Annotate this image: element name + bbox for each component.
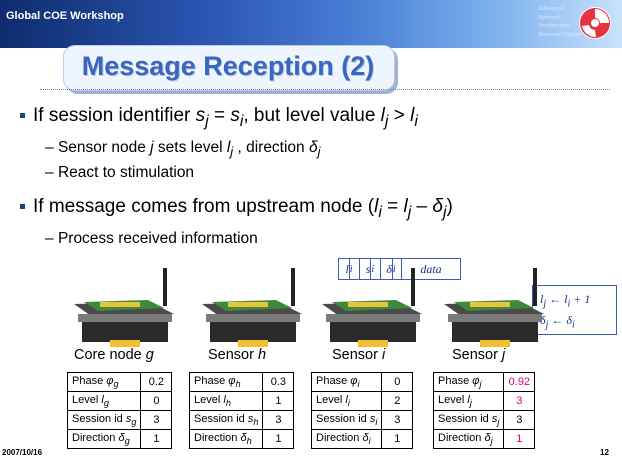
node-label-j: Sensor j bbox=[452, 347, 506, 363]
page-title: Message Reception (2) bbox=[81, 51, 375, 81]
lab-logo-icon bbox=[579, 7, 611, 39]
bullet-icon bbox=[20, 113, 25, 118]
footer-date: 2007/10/16 bbox=[2, 448, 43, 457]
header-bar: Global COE Workshop Advanced Network Arc… bbox=[0, 0, 622, 48]
title-panel bbox=[63, 45, 395, 91]
bullet-1: If session identifier sj = si, but level… bbox=[20, 105, 418, 131]
sensor-device-icon bbox=[74, 268, 174, 347]
node-label-i: Sensor i bbox=[332, 347, 386, 363]
page-number: 12 bbox=[600, 448, 609, 457]
center-motto: Advanced Network Architecture Research C… bbox=[538, 5, 582, 38]
node-label-h: Sensor h bbox=[208, 347, 267, 363]
frame-data-field: data bbox=[420, 261, 442, 276]
sensor-device-icon bbox=[322, 268, 422, 347]
bullet-icon bbox=[20, 204, 25, 209]
subbullet-1: – Sensor node j sets level lj , directio… bbox=[45, 139, 321, 160]
bullet-2: If message comes from upstream node (li … bbox=[20, 196, 453, 222]
subbullet-3: – Process received information bbox=[45, 230, 258, 247]
subbullet-2: – React to stimulation bbox=[45, 164, 195, 181]
title-divider bbox=[40, 89, 610, 90]
node-label-g: Core node g bbox=[74, 347, 154, 363]
workshop-label: Global COE Workshop bbox=[6, 10, 124, 22]
sensor-device-icon bbox=[202, 268, 302, 347]
sensor-device-icon bbox=[444, 268, 544, 347]
